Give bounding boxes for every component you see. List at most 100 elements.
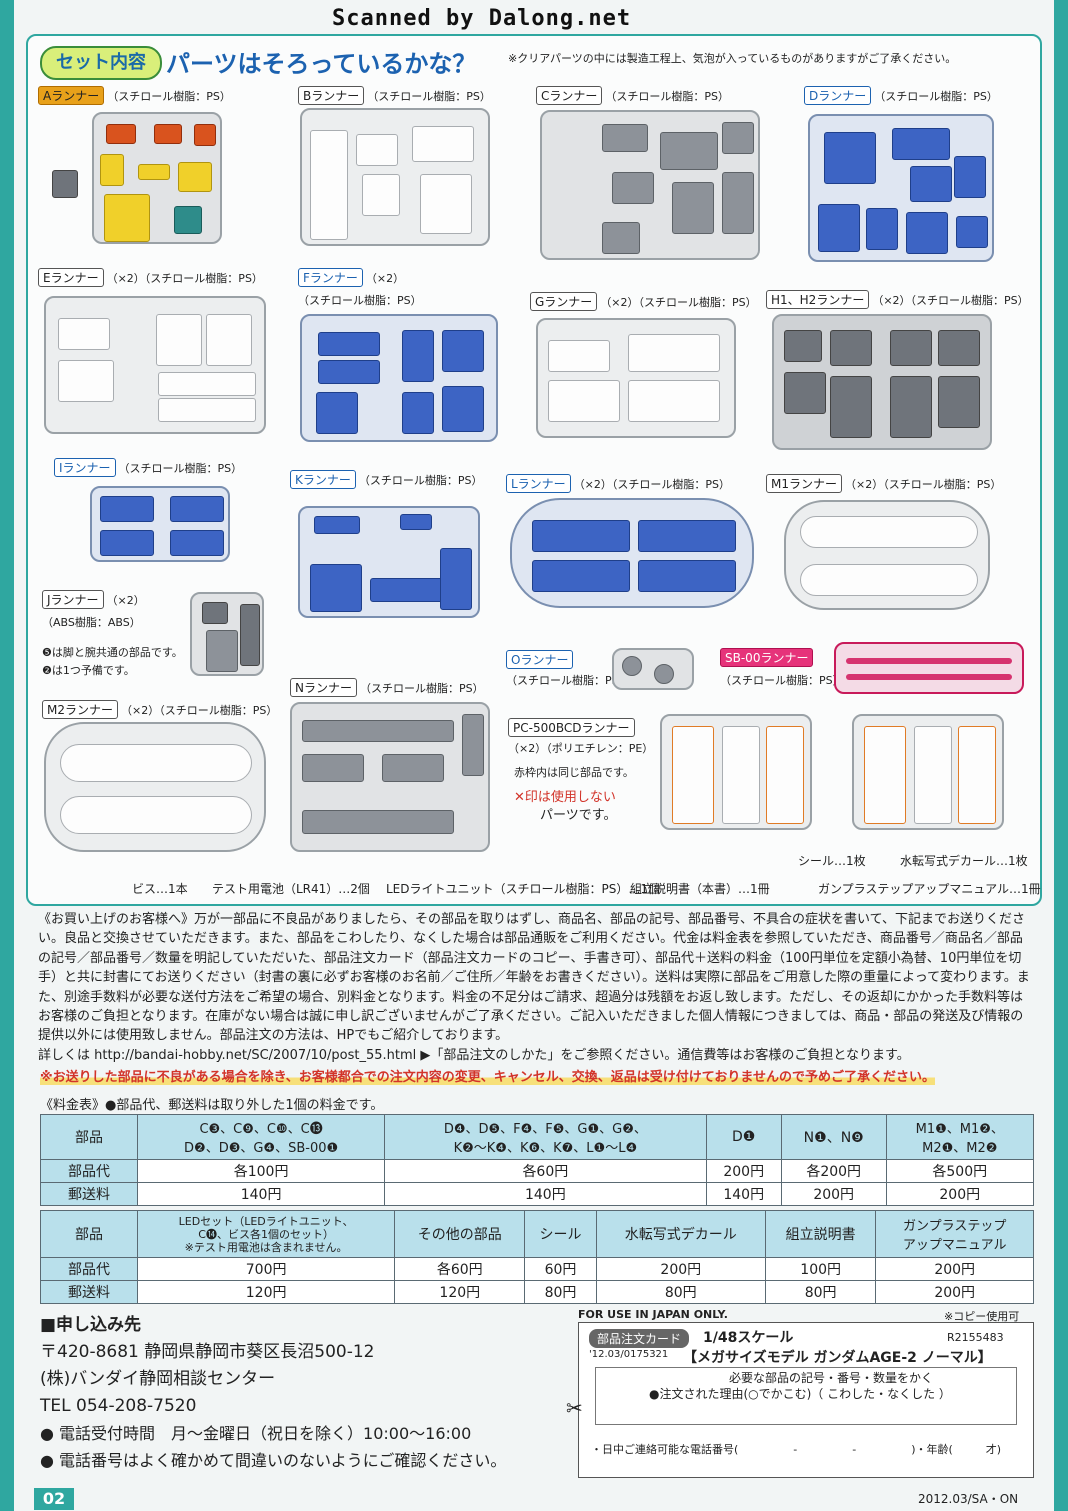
set-contents-title: パーツはそろっているかな？ — [166, 50, 477, 78]
price-table-1-shipping: 140円 — [136, 1182, 386, 1206]
runner-o — [612, 648, 694, 690]
runner-a — [92, 112, 222, 244]
scissors-icon: ✂ — [566, 1396, 583, 1420]
card-parts-box[interactable] — [595, 1367, 1017, 1425]
footer-date: 2012.03/SA・ON — [918, 1492, 1019, 1506]
runner-label-l: Lランナー（×2）（スチロール樹脂：PS） — [506, 474, 730, 493]
card-parts-instruction: 必要な部品の記号・番号・数量をかく — [729, 1371, 934, 1385]
card-label: 部品注文カード — [589, 1329, 690, 1348]
card-code: R2155483 — [947, 1331, 1004, 1344]
price-table-1-parts: N❶、N❾ — [780, 1114, 887, 1160]
price-table-1-shipping: 200円 — [780, 1182, 887, 1206]
runner-n — [290, 702, 490, 852]
runner-label-o: Oランナー — [506, 650, 576, 669]
runner-k — [298, 506, 480, 618]
runner-i — [90, 486, 230, 562]
address-title: ■申し込み先 — [40, 1315, 142, 1335]
accessory-battery: テスト用電池（LR41）…2個 — [212, 882, 370, 896]
card-serial: '12.03/0175321 — [589, 1349, 669, 1360]
price-table-1-label-parts: 部品 — [40, 1114, 138, 1160]
runner-label-pc500: PC-500BCDランナー — [508, 718, 638, 737]
price-table-2-price: 各60円 — [394, 1257, 526, 1281]
runner-b — [300, 108, 490, 246]
card-for-use: FOR USE IN JAPAN ONLY. — [578, 1308, 728, 1321]
price-table-2-price: 200円 — [595, 1257, 766, 1281]
address-zip: 〒420-8681 静岡県静岡市葵区長沼500-12 — [40, 1342, 375, 1362]
runner-h — [772, 314, 992, 450]
runner-label-j: Jランナー（×2） — [42, 590, 145, 609]
runner-pc500-2 — [852, 714, 1004, 830]
price-table-heading: 《料金表》●部品代、郵送料は取り外した1個の料金です。 — [40, 1098, 384, 1113]
runner-label-a: Aランナー（スチロール樹脂：PS） — [38, 86, 231, 105]
price-table-2-parts: LEDセット（LEDライトユニット、 C⓮、ビス各1個のセット） ※テスト用電池… — [136, 1210, 396, 1258]
runner-e — [44, 296, 266, 434]
phone-hours: ● 電話受付時間 月～金曜日（祝日を除く）10:00～16:00 — [40, 1424, 472, 1443]
accessory-stepup-manual: ガンプラステップアップマニュアル…1冊 — [818, 882, 1041, 896]
runner-m2 — [44, 722, 266, 852]
parts-order-instructions: 《お買い上げのお客様へ》万が一部品に不良品がありましたら、その部品を取りはずし、… — [38, 912, 1030, 1063]
set-contents-badge: セット内容 — [40, 46, 162, 80]
accessory-decal: 水転写式デカール…1枚 — [900, 854, 1028, 868]
runner-d — [808, 114, 994, 262]
accessory-manual: 組立説明書（本書）…1冊 — [630, 882, 770, 896]
runner-g — [536, 318, 736, 438]
runner-label-sb00-material: （スチロール樹脂：PS） — [720, 674, 844, 687]
price-table-1-shipping: 200円 — [885, 1182, 1035, 1206]
order-warning: ※お送りした部品に不良がある場合を除き、お客様都合での注文内容の変更、キャンセル… — [40, 1066, 935, 1085]
note-j-shared: ❺は脚と腕共通の部品です。 — [42, 646, 183, 659]
card-product: 【メガサイズモデル ガンダムAGE-2 ノーマル】 — [683, 1350, 992, 1366]
runner-label-m1: M1ランナー（×2）（スチロール樹脂：PS） — [766, 474, 1001, 493]
price-table-1-shipping: 140円 — [705, 1182, 782, 1206]
runner-label-g: Gランナー（×2）（スチロール樹脂：PS） — [530, 292, 757, 311]
runner-pc500-1 — [660, 714, 812, 830]
accessory-seal: シール…1枚 — [798, 854, 866, 868]
price-table-2-parts: 水転写式デカール — [595, 1210, 766, 1258]
address-company: (株)バンダイ静岡相談センター — [40, 1369, 276, 1389]
price-table-1: 部品 C❸、C❾、C❿、C⓭ D❷、D❸、G❹、SB-00❶ D❹、D❺、F❹、… — [40, 1114, 1035, 1206]
accessory-screw: ビス…1本 — [132, 882, 188, 896]
runner-c — [540, 110, 760, 260]
runner-j — [190, 592, 264, 676]
parts-order-card: 部品注文カード 1/48スケール R2155483 '12.03/0175321… — [578, 1322, 1034, 1478]
runner-label-e: Eランナー（×2）（スチロール樹脂：PS） — [38, 268, 263, 287]
price-table-2-label-price: 部品代 — [40, 1257, 138, 1281]
price-table-2-shipping: 80円 — [764, 1280, 877, 1304]
runner-label-n: Nランナー（スチロール樹脂：PS） — [290, 678, 484, 697]
card-scale: 1/48スケール — [703, 1330, 794, 1346]
card-phone-age[interactable]: ・日中ご連絡可能な電話番号( - - )・年齢( 才) — [591, 1443, 1002, 1456]
runner-m1 — [784, 500, 990, 610]
price-table-2-label-shipping: 郵送料 — [40, 1280, 138, 1304]
price-table-2-parts: 組立説明書 — [764, 1210, 877, 1258]
runner-sb00 — [834, 642, 1024, 694]
runner-l — [510, 498, 754, 608]
led-unit-a — [52, 170, 78, 198]
scan-watermark: Scanned by Dalong.net — [332, 6, 632, 31]
price-table-1-price: 200円 — [705, 1159, 782, 1183]
runner-label-i: Iランナー（スチロール樹脂：PS） — [54, 458, 242, 477]
note-j-spare: ❷は1つ予備です。 — [42, 664, 135, 677]
price-table-2-price: 60円 — [524, 1257, 597, 1281]
accessory-led-unit: LEDライトユニット（スチロール樹脂：PS）…1個 — [386, 882, 660, 896]
price-table-1-price: 各60円 — [384, 1159, 707, 1183]
card-copy-note: ※コピー使用可 — [944, 1310, 1020, 1323]
price-table-2-shipping: 120円 — [394, 1280, 526, 1304]
runner-label-f-material: （スチロール樹脂：PS） — [298, 294, 422, 307]
price-table-2-price: 200円 — [875, 1257, 1034, 1281]
price-table-2-price: 700円 — [136, 1257, 396, 1281]
price-table-2-label-parts: 部品 — [40, 1210, 138, 1258]
note-pc-parts: パーツです。 — [540, 808, 617, 823]
note-pc-unused: ✕印は使用しない — [514, 790, 616, 805]
price-table-2-parts: ガンプラステップ アップマニュアル — [875, 1210, 1034, 1258]
phone-check-note: ● 電話番号はよく確かめて間違いのないようにご確認ください。 — [40, 1451, 507, 1470]
price-table-1-parts: C❸、C❾、C❿、C⓭ D❷、D❸、G❹、SB-00❶ — [136, 1114, 386, 1160]
runner-label-sb00: SB-00ランナー — [720, 648, 816, 667]
runner-label-b: Bランナー（スチロール樹脂：PS） — [298, 86, 491, 105]
price-table-1-price: 各200円 — [780, 1159, 887, 1183]
order-link[interactable]: 詳しくは http://bandai-hobby.net/SC/2007/10/… — [38, 1047, 910, 1063]
runner-label-h: H1、H2ランナー（×2）（スチロール樹脂：PS） — [766, 290, 1029, 309]
note-pc-redframe: 赤枠内は同じ部品です。 — [514, 766, 634, 779]
runner-label-c: Cランナー（スチロール樹脂：PS） — [536, 86, 729, 105]
page-number: 02 — [34, 1488, 74, 1510]
price-table-1-label-shipping: 郵送料 — [40, 1182, 138, 1206]
